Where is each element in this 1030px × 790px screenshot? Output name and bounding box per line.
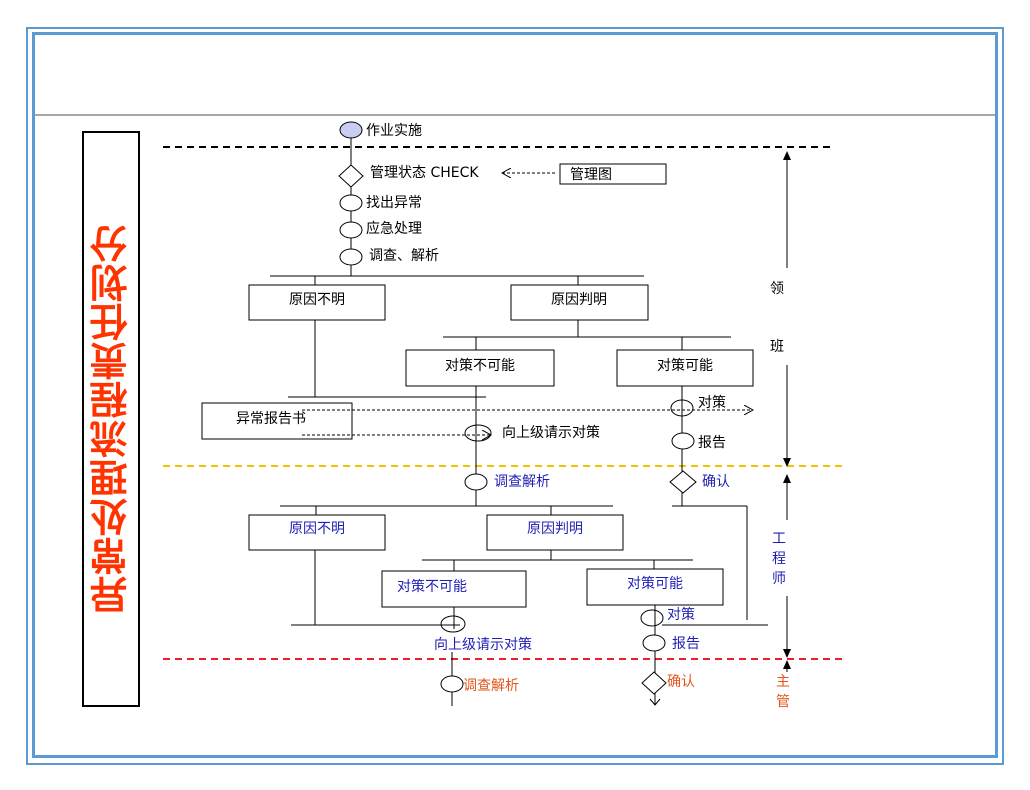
- role-engineer-char2: 程: [772, 551, 786, 567]
- investigate-label: 调查、解析: [369, 248, 439, 264]
- engineer-measure-label: 对策: [667, 606, 695, 623]
- engineer-request-label: 向上级请示对策: [434, 636, 532, 653]
- report-doc-box: [201, 402, 353, 440]
- header-divider: [35, 114, 995, 116]
- check-label: 管理状态 CHECK: [370, 165, 479, 181]
- leader-unknown-label: 原因不明: [289, 292, 345, 308]
- role-engineer-char1: 工: [772, 531, 786, 547]
- leader-request-node: [464, 424, 492, 442]
- outer-frame: [26, 27, 1004, 765]
- role-engineer-char3: 师: [772, 571, 786, 587]
- leader-report-node: [671, 432, 695, 450]
- supervisor-confirm-decision: [641, 671, 667, 695]
- leader-measure-node: [670, 399, 694, 417]
- leader-possible-label: 对策可能: [657, 357, 713, 374]
- engineer-analysis-label: 调查解析: [494, 474, 550, 490]
- leader-request-label: 向上级请示对策: [502, 424, 600, 441]
- role-leader-char1: 领: [770, 281, 784, 297]
- supervisor-down-arrow: [649, 698, 661, 706]
- engineer-unknown-box: [248, 514, 386, 551]
- engineer-known-box: [486, 514, 624, 551]
- engineer-impossible-box: [381, 570, 527, 608]
- role-leader-char2: 班: [770, 339, 784, 355]
- leader-report-label: 报告: [698, 435, 726, 451]
- leader-confirm-label: 确认: [702, 474, 730, 490]
- title-box: 异常处理流程责任划分: [82, 131, 140, 707]
- engineer-possible-label: 对策可能: [627, 575, 683, 592]
- find-node: [339, 194, 363, 212]
- engineer-analysis-node: [464, 473, 488, 491]
- start-label: 作业实施: [366, 123, 422, 139]
- role-supervisor-char2: 管: [776, 694, 790, 710]
- chart-label: 管理图: [570, 167, 612, 183]
- start-node: [339, 121, 363, 139]
- report-doc-label: 异常报告书: [236, 411, 306, 427]
- emergency-label: 应急处理: [366, 220, 422, 237]
- leader-possible-box: [616, 349, 754, 387]
- role-supervisor-char1: 主: [776, 674, 790, 690]
- engineer-report-node: [642, 634, 666, 652]
- investigate-node: [339, 248, 363, 266]
- leader-known-label: 原因判明: [551, 292, 607, 308]
- leader-unknown-box: [248, 284, 386, 321]
- leader-impossible-label: 对策不可能: [445, 357, 515, 374]
- inner-frame: [32, 32, 998, 758]
- leader-confirm-decision: [669, 470, 697, 494]
- chart-box: [559, 163, 667, 185]
- supervisor-analysis-label: 调查解析: [463, 678, 519, 694]
- supervisor-analysis-node: [440, 675, 464, 693]
- engineer-measure-node: [640, 609, 664, 627]
- leader-known-box: [510, 284, 649, 321]
- engineer-known-label: 原因判明: [527, 521, 583, 537]
- find-label: 找出异常: [366, 195, 422, 211]
- emergency-node: [339, 221, 363, 239]
- supervisor-confirm-label: 确认: [667, 674, 695, 690]
- leader-measure-label: 对策: [698, 394, 726, 411]
- engineer-unknown-label: 原因不明: [289, 521, 345, 537]
- engineer-possible-box: [586, 568, 724, 606]
- engineer-request-node: [440, 615, 466, 633]
- engineer-report-label: 报告: [672, 636, 700, 652]
- leader-impossible-box: [405, 349, 555, 387]
- check-decision: [338, 164, 364, 188]
- engineer-impossible-label: 对策不可能: [397, 578, 467, 595]
